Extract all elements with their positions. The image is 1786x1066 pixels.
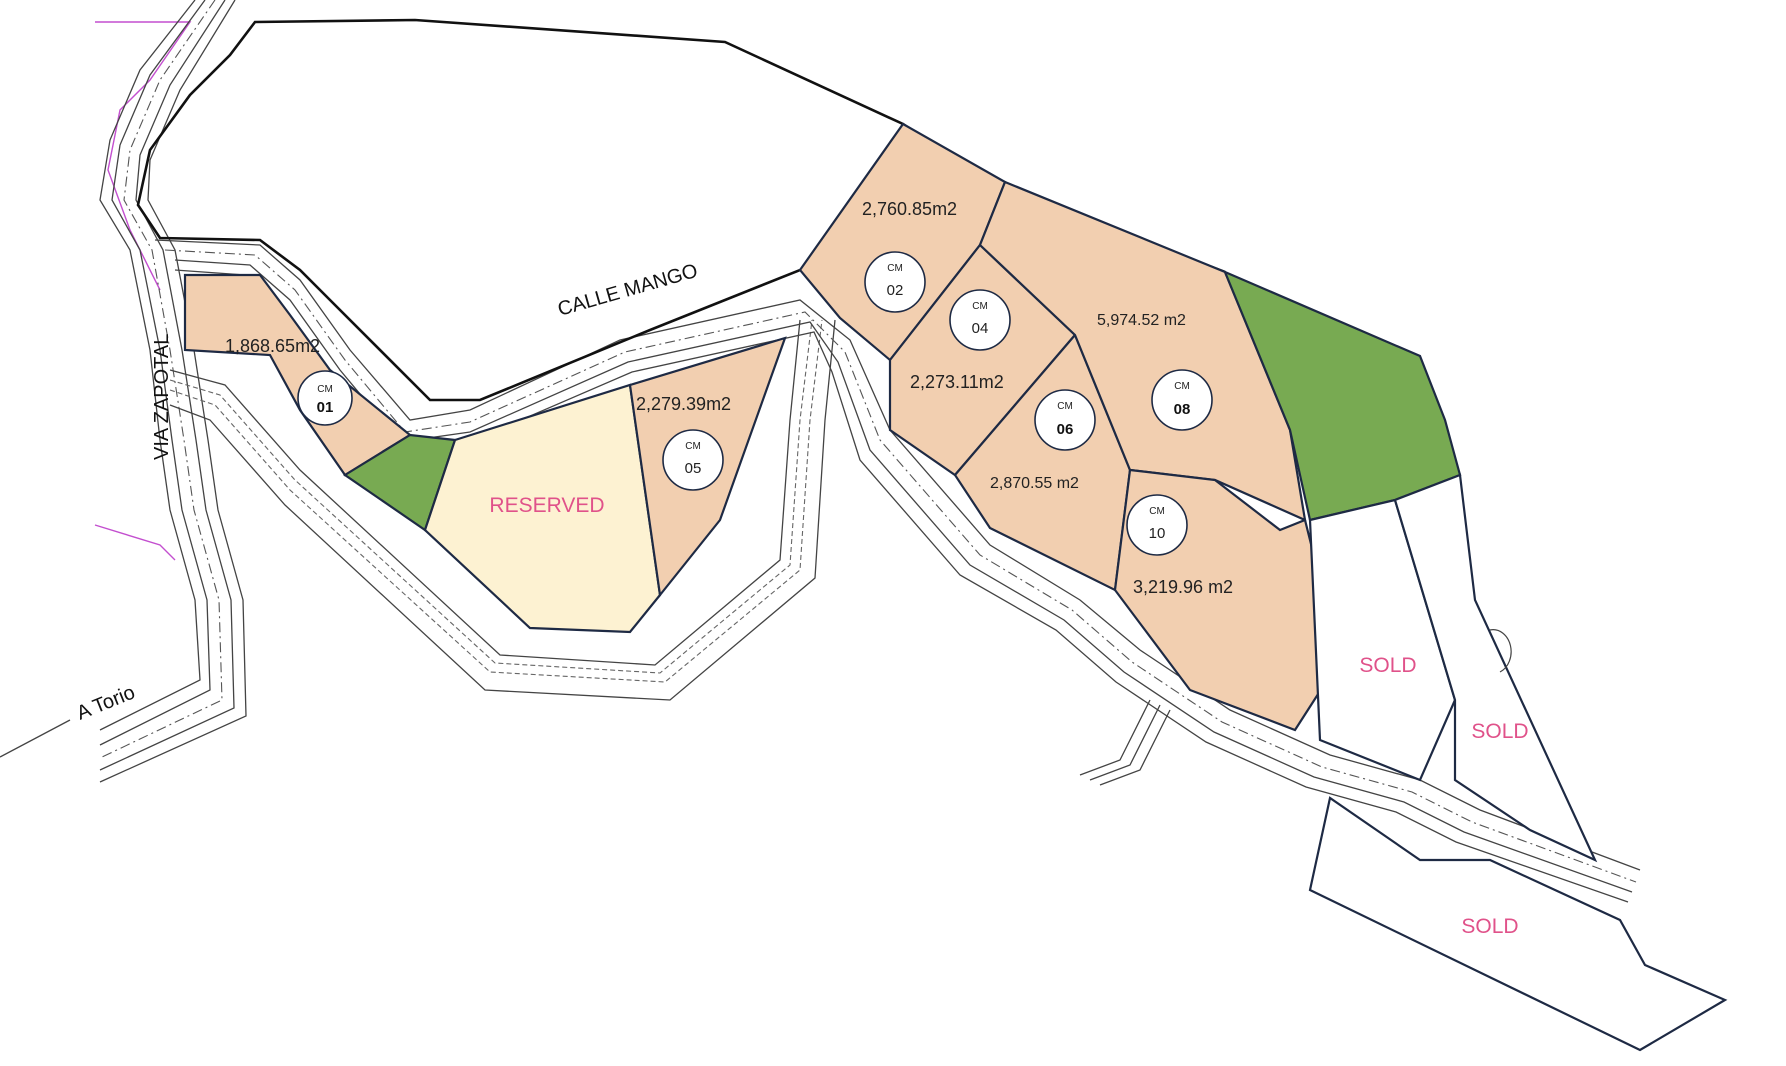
svg-text:01: 01	[317, 399, 334, 416]
badge-cm08[interactable]: CM 08	[1151, 369, 1213, 431]
lot-cm01-area: 1,868.65m2	[225, 336, 320, 356]
spur-road	[1079, 699, 1171, 786]
svg-text:CM: CM	[887, 263, 903, 274]
badge-cm02[interactable]: CM 02	[864, 251, 926, 313]
badge-cm01[interactable]: CM 01	[297, 370, 353, 426]
lot-cm02-area: 2,760.85m2	[862, 199, 957, 219]
lot-cm05-area: 2,279.39m2	[636, 394, 731, 414]
lot-cm01[interactable]	[183, 273, 412, 477]
svg-text:CM: CM	[317, 384, 333, 395]
curve-marker	[1489, 629, 1512, 673]
svg-text:10: 10	[1149, 525, 1166, 542]
lower-loop-road	[169, 319, 836, 701]
reserved-label: RESERVED	[489, 494, 604, 517]
lot-sold-1[interactable]	[1308, 498, 1457, 782]
area-labels: 1,868.65m2 2,760.85m2 2,273.11m2 2,279.3…	[225, 199, 1233, 597]
lot-badges: CM 01 CM 02 CM 04 CM 05 CM 06 CM 08	[297, 251, 1213, 556]
a-torio-label: A Torio	[74, 681, 139, 724]
a-torio-pointer	[0, 719, 71, 758]
badge-cm06[interactable]: CM 06	[1034, 389, 1096, 451]
property-lines	[94, 21, 192, 561]
svg-text:CM: CM	[1174, 381, 1190, 392]
calle-mango-label: CALLE MANGO	[555, 260, 700, 321]
badge-cm04[interactable]: CM 04	[949, 289, 1011, 351]
sold-label-2: SOLD	[1471, 720, 1528, 743]
svg-text:CM: CM	[685, 441, 701, 452]
sold-label-3: SOLD	[1461, 915, 1518, 938]
lot-cm04-area: 2,273.11m2	[910, 372, 1004, 392]
svg-text:08: 08	[1174, 401, 1191, 418]
lots-layer	[183, 122, 1728, 1052]
lot-cm06-area: 2,870.55 m2	[990, 475, 1079, 492]
lot-cm10-area: 3,219.96 m2	[1133, 577, 1233, 597]
via-zapotal-label: VIA ZAPOTAL	[151, 334, 173, 460]
svg-text:CM: CM	[1057, 401, 1073, 412]
lot-sold-3[interactable]	[1308, 796, 1728, 1052]
svg-text:04: 04	[972, 320, 989, 337]
status-labels: RESERVED SOLD SOLD SOLD	[489, 494, 1528, 938]
sold-label-1: SOLD	[1359, 654, 1416, 677]
lot-cm08-area: 5,974.52 m2	[1097, 312, 1186, 329]
badge-cm10[interactable]: CM 10	[1126, 494, 1188, 556]
lot-sold-2[interactable]	[1393, 473, 1598, 863]
svg-text:02: 02	[887, 282, 904, 299]
svg-text:CM: CM	[1149, 506, 1165, 517]
svg-text:06: 06	[1057, 421, 1074, 438]
svg-text:CM: CM	[972, 301, 988, 312]
svg-text:05: 05	[685, 460, 702, 477]
badge-cm05[interactable]: CM 05	[662, 429, 724, 491]
